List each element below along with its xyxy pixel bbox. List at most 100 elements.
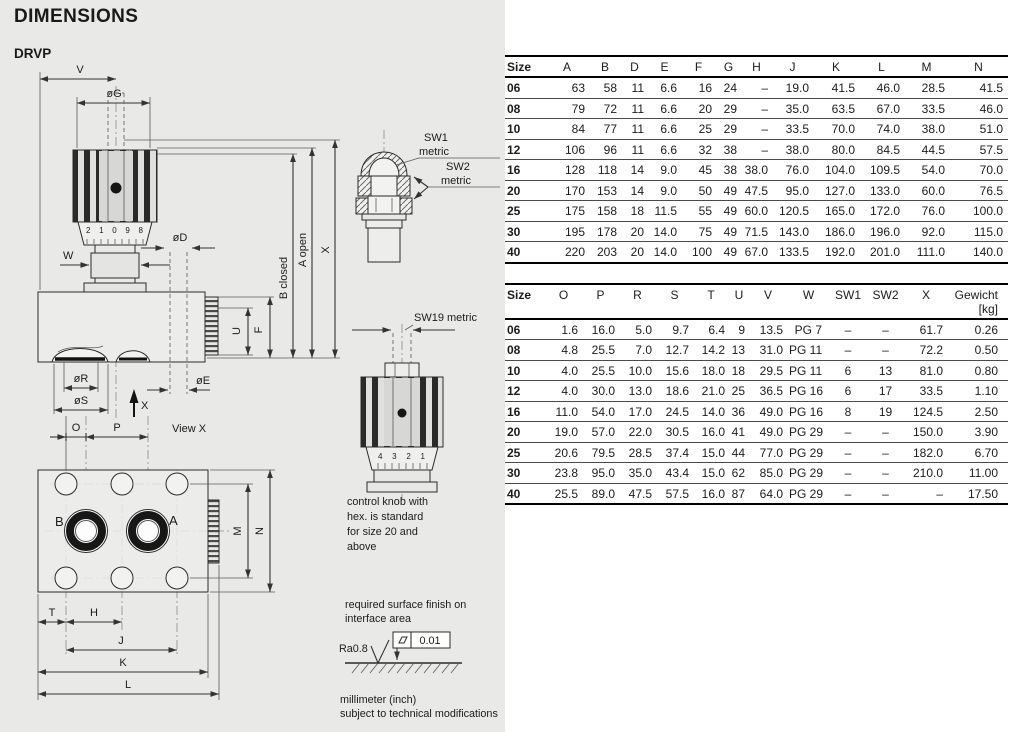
side-connector [204,296,219,356]
table-cell: 33.5 [772,118,813,140]
table-cell: PG 16 [787,380,830,402]
table-cell: 76.5 [949,180,1008,201]
table-cell: 57.5 [656,483,693,505]
row-size-label: 12 [505,139,545,160]
table-cell: – [866,442,905,463]
table-cell: 22.0 [619,421,656,443]
table-cell: 25.5 [545,483,582,505]
table-cell: 0.50 [947,339,1008,361]
table-cell: 196.0 [859,221,904,242]
table-cell: PG 16 [787,401,830,422]
column-header: O [545,283,582,320]
table-cell: – [741,77,772,99]
table-cell: 41.5 [949,77,1008,99]
table-cell: 95.0 [772,180,813,201]
table-cell: 49 [716,200,741,222]
table-cell: – [866,421,905,443]
flatness-icon [398,636,408,644]
row-size-label: 12 [505,380,545,402]
table-cell: 20 [621,241,648,264]
table-cell: 47.5 [619,483,656,505]
table-cell: 71.5 [741,221,772,242]
table-cell: 9.0 [648,180,681,201]
table-cell: 6.70 [947,442,1008,463]
table-cell: 14.0 [648,221,681,242]
view-x-label: View X [172,423,207,435]
table-cell: 127.0 [813,180,859,201]
table-cell: 46.0 [949,98,1008,119]
table-cell: 38 [716,159,741,181]
control-knob-detail-view: SW19 metric 4 3 2 1 contr [347,312,477,553]
table-cell: – [866,483,905,505]
table-cell: 4.8 [545,339,582,361]
table-cell: 63.5 [813,98,859,119]
table-cell: 153 [589,180,621,201]
column-header: V [749,283,787,320]
knob-note-line: control knob with [347,496,428,508]
dim-label-l: L [125,679,131,691]
table-cell: 143.0 [772,221,813,242]
table-cell: 38.0 [904,118,949,140]
table-cell: 33.5 [905,380,947,402]
table-cell: 25 [729,380,749,402]
table-cell: 182.0 [905,442,947,463]
table-cell: 1.6 [545,318,582,340]
table-cell: 11.5 [648,200,681,222]
table-cell: 0.80 [947,360,1008,381]
column-header: SW1 [830,283,866,320]
table-cell: 210.0 [905,462,947,484]
table-cell: PG 7 [787,318,830,340]
table-cell: 37.4 [656,442,693,463]
row-size-label: 30 [505,462,545,484]
table-cell: 7.0 [619,339,656,361]
table-cell: 29.5 [749,360,787,381]
column-header: G [716,56,741,78]
row-size-label: 08 [505,98,545,119]
column-header: H [741,56,772,78]
table-cell: – [905,483,947,505]
dim-label-or: øR [74,373,89,385]
table-cell: 15.6 [656,360,693,381]
table-cell: 14.0 [693,401,729,422]
table-cell: 72.2 [905,339,947,361]
column-header: M [904,56,949,78]
column-header: T [693,283,729,320]
column-header: Size [505,283,545,320]
table-cell: 20 [621,221,648,242]
column-header: D [621,56,648,78]
table-cell: 38.0 [741,159,772,181]
mounting-hole [110,472,134,496]
table-cell: 5.0 [619,318,656,340]
table-cell: 16.0 [693,421,729,443]
table-cell: 186.0 [813,221,859,242]
dim-label-oe: øE [196,375,210,387]
table-cell: 203 [589,241,621,264]
table-cell: 64.0 [749,483,787,505]
flatness-callout-box [392,631,451,649]
dim-label-os: øS [74,395,88,407]
dim-label-og: øG [106,88,121,100]
table-cell: – [741,98,772,119]
table-cell: 35.0 [619,462,656,484]
mounting-hole [110,566,134,590]
dim-label-m: M [232,526,244,535]
table-cell: – [830,442,866,463]
column-header: F [681,56,716,78]
table-cell: 201.0 [859,241,904,264]
table-cell: 74.0 [859,118,904,140]
dim-label-od: øD [173,232,188,244]
table-cell: 6.6 [648,98,681,119]
table-cell: 19.0 [545,421,582,443]
table-cell: 21.0 [693,380,729,402]
view-arrow-label: X [141,400,149,412]
table-cell: 54.0 [904,159,949,181]
table-cell: 25.5 [582,339,619,361]
table-cell: 106 [545,139,589,160]
dim-label-n: N [254,527,266,535]
table-cell: 11 [621,77,648,99]
